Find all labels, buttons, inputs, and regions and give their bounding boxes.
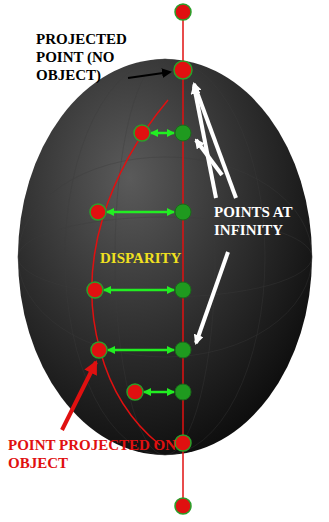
callout-label: PROJECTED POINT (NO OBJECT) — [36, 30, 138, 84]
leader-line — [128, 72, 170, 78]
callout-label: POINTS AT INFINITY — [214, 203, 322, 239]
sphere-facets — [18, 59, 312, 455]
disparity-label: DISPARITY — [100, 249, 180, 267]
sphere — [18, 59, 312, 455]
red-arrow — [62, 362, 96, 430]
callout-label: POINT PROJECTED ON OBJECT — [8, 436, 188, 472]
